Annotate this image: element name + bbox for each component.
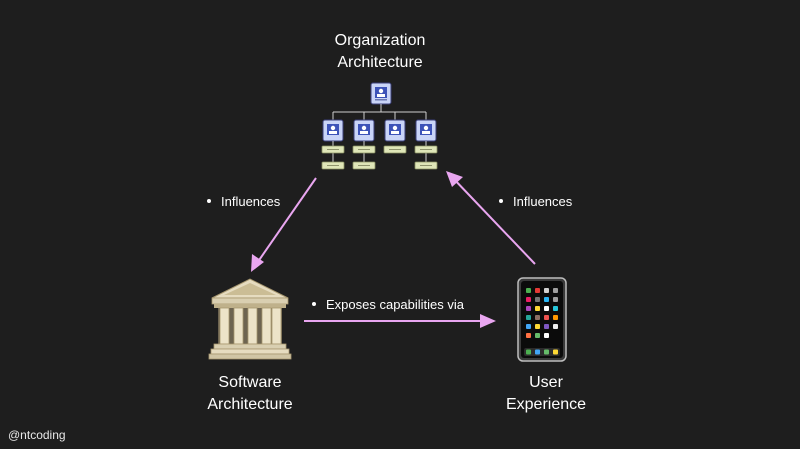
software-label-line2: Architecture [207, 396, 293, 413]
arrow-org-to-software [251, 177, 317, 272]
ux-label-line1: User [529, 374, 563, 391]
edge-text: Influences [513, 194, 573, 209]
bullet-icon [207, 198, 211, 203]
org-label-line1: Organization [334, 32, 426, 49]
edge-label-software-to-ux: Exposes capabilities via [312, 297, 464, 312]
software-architecture-label: Software Architecture [170, 372, 330, 416]
author-credit: @ntcoding [8, 428, 66, 442]
classical-building-icon [208, 278, 292, 360]
org-label-line2: Architecture [337, 54, 423, 71]
arrow-software-to-ux [304, 314, 496, 328]
bullet-icon [312, 301, 316, 306]
user-experience-label: User Experience [466, 372, 626, 416]
org-chart-icon [321, 82, 438, 170]
software-label-line1: Software [218, 374, 282, 391]
mobile-phone-icon [517, 277, 567, 362]
edge-text: Influences [221, 194, 281, 209]
edge-label-ux-to-org: Influences [499, 194, 572, 209]
bullet-icon [499, 198, 503, 203]
edge-text: Exposes capabilities via [326, 297, 465, 312]
org-architecture-label: Organization Architecture [300, 30, 460, 74]
arrow-ux-to-org [446, 171, 536, 265]
edge-label-org-to-software: Influences [207, 194, 280, 209]
ux-label-line2: Experience [505, 396, 587, 413]
